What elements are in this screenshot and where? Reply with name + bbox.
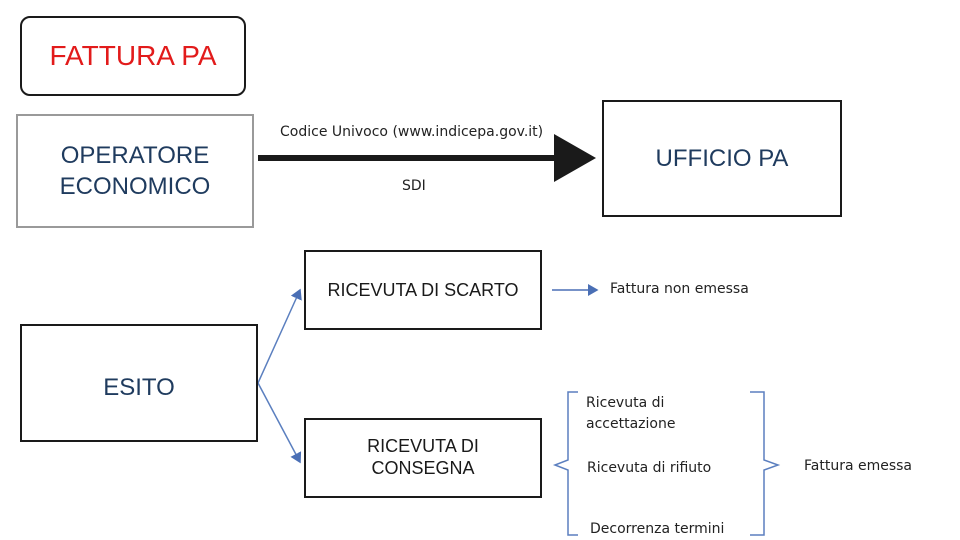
arrow-bottom-label: SDI	[402, 178, 426, 194]
right-brace	[750, 391, 781, 536]
office-box: UFFICIO PA	[602, 100, 842, 217]
scarto-result: Fattura non emessa	[610, 281, 749, 297]
esito-text: ESITO	[103, 374, 175, 401]
operator-text: OPERATORE ECONOMICO	[59, 141, 211, 200]
left-brace	[552, 391, 578, 536]
office-text: UFFICIO PA	[655, 144, 789, 172]
option-rifiuto: Ricevuta di rifiuto	[587, 460, 712, 476]
arrow-top-label: Codice Univoco (www.indicepa.gov.it)	[280, 124, 544, 140]
option-decorrenza: Decorrenza termini	[590, 521, 725, 537]
option-accettazione: Ricevuta di accettazione	[586, 395, 676, 432]
title-box: FATTURA PA	[20, 16, 246, 96]
esito-box: ESITO	[20, 324, 258, 442]
consegna-text: RICEVUTA DI CONSEGNA	[367, 436, 479, 478]
final-result: Fattura emessa	[804, 458, 913, 474]
connector-esito-consegna	[257, 382, 302, 464]
title-text: FATTURA PA	[49, 40, 217, 71]
operator-box: OPERATORE ECONOMICO	[16, 114, 254, 228]
consegna-box: RICEVUTA DI CONSEGNA	[304, 418, 542, 498]
scarto-box: RICEVUTA DI SCARTO	[304, 250, 542, 330]
scarto-text: RICEVUTA DI SCARTO	[327, 279, 519, 300]
connector-esito-scarto	[257, 288, 302, 384]
